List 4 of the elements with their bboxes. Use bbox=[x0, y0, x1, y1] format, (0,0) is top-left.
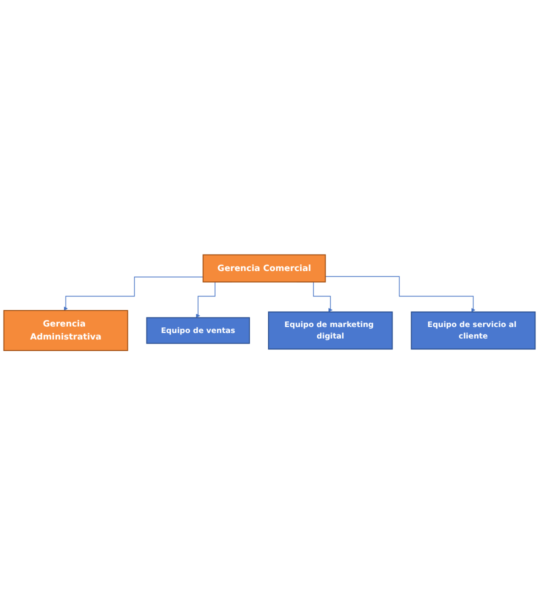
node-box: Gerencia Comercial bbox=[202, 254, 326, 283]
arrow bbox=[64, 276, 204, 312]
node-box: Gerencia Administrativa bbox=[3, 310, 128, 352]
arrow bbox=[325, 276, 476, 312]
